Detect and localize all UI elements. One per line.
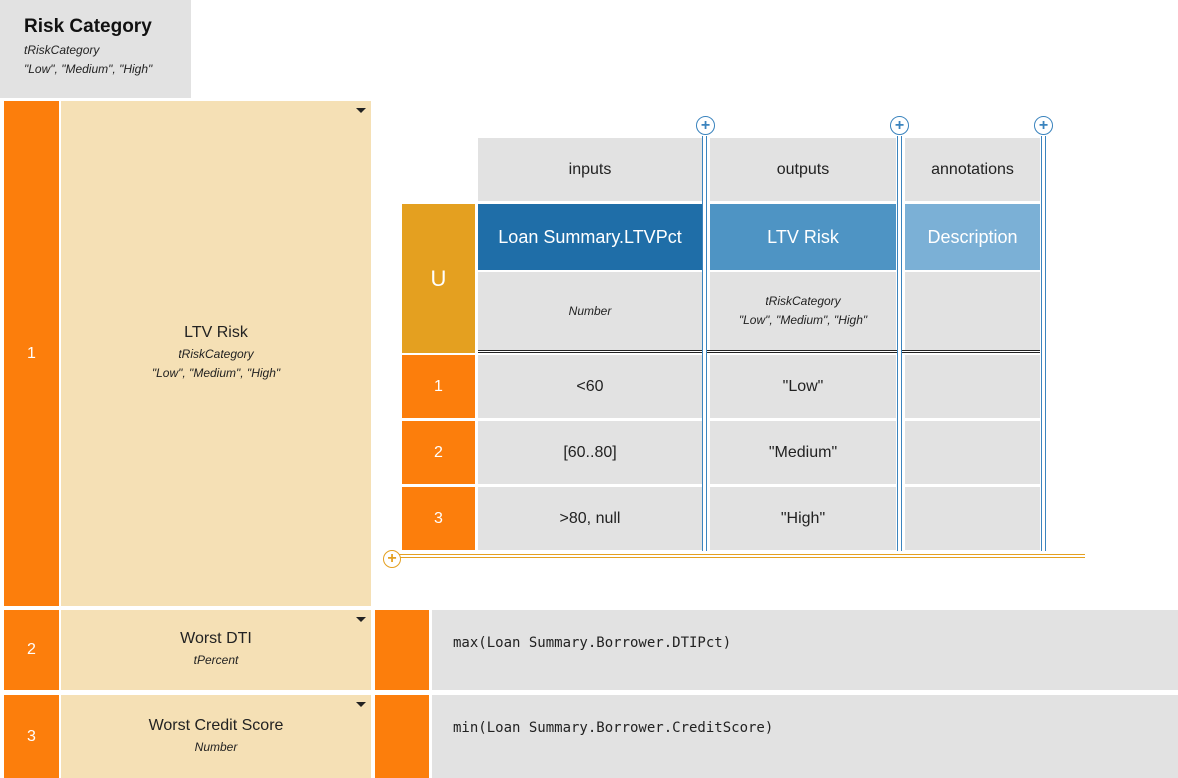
caret-down-icon[interactable] — [356, 702, 366, 707]
context-row-number-2[interactable]: 2 — [4, 610, 59, 690]
input-column-type[interactable]: Number — [478, 272, 702, 350]
add-rule-bar-bottom[interactable] — [394, 557, 1085, 558]
annotations-section-header[interactable]: annotations — [905, 138, 1040, 201]
annotation-column-handle[interactable] — [1041, 136, 1046, 551]
entry-name: Worst Credit Score — [148, 716, 284, 734]
add-rule-icon[interactable]: + — [383, 550, 401, 568]
context-allowed-values: "Low", "Medium", "High" — [24, 62, 153, 76]
expression-marker-2[interactable] — [375, 610, 429, 690]
inputs-section-header[interactable]: inputs — [478, 138, 702, 201]
annotation-column-type[interactable] — [905, 272, 1040, 350]
context-header[interactable]: Risk Category tRiskCategory "Low", "Medi… — [0, 0, 191, 98]
rule-3-output[interactable]: "High" — [710, 487, 896, 550]
rule-3-input[interactable]: >80, null — [478, 487, 702, 550]
outputs-section-header[interactable]: outputs — [710, 138, 896, 201]
context-entry-worst-dti[interactable]: Worst DTI tPercent — [61, 610, 371, 690]
context-title: Risk Category — [24, 16, 152, 37]
rule-2-input[interactable]: [60..80] — [478, 421, 702, 484]
input-column-header[interactable]: Loan Summary.LTVPct — [478, 204, 702, 270]
entry-name: LTV Risk — [184, 324, 248, 341]
add-output-column-icon[interactable]: + — [890, 116, 909, 135]
context-type: tRiskCategory — [24, 43, 100, 57]
header-divider-bottom — [478, 352, 1040, 353]
rule-2-output[interactable]: "Medium" — [710, 421, 896, 484]
add-annotation-column-icon[interactable]: + — [1034, 116, 1053, 135]
entry-type: tRiskCategory — [178, 347, 254, 361]
rule-1-input[interactable]: <60 — [478, 355, 702, 418]
add-rule-bar-top[interactable] — [394, 554, 1085, 555]
context-entry-ltv-risk[interactable]: LTV Risk tRiskCategory "Low", "Medium", … — [61, 101, 371, 606]
annotation-column-header[interactable]: Description — [905, 204, 1040, 270]
entry-allowed-values: "Low", "Medium", "High" — [151, 366, 281, 380]
caret-down-icon[interactable] — [356, 617, 366, 622]
hit-policy-cell[interactable]: U — [402, 204, 475, 353]
rule-1-output[interactable]: "Low" — [710, 355, 896, 418]
entry-type: Number — [194, 739, 238, 754]
rule-number-2[interactable]: 2 — [402, 421, 475, 484]
rule-3-annotation[interactable] — [905, 487, 1040, 550]
context-row-number-1[interactable]: 1 — [4, 101, 59, 606]
output-column-type[interactable]: tRiskCategory "Low", "Medium", "High" — [710, 272, 896, 350]
expression-marker-3[interactable] — [375, 695, 429, 778]
output-column-header[interactable]: LTV Risk — [710, 204, 896, 270]
add-input-column-icon[interactable]: + — [696, 116, 715, 135]
rule-number-3[interactable]: 3 — [402, 487, 475, 550]
expression-cell-2[interactable]: max(Loan Summary.Borrower.DTIPct) — [432, 610, 1178, 690]
context-row-number-3[interactable]: 3 — [4, 695, 59, 778]
rule-2-annotation[interactable] — [905, 421, 1040, 484]
rule-number-1[interactable]: 1 — [402, 355, 475, 418]
expression-cell-3[interactable]: min(Loan Summary.Borrower.CreditScore) — [432, 695, 1178, 778]
caret-down-icon[interactable] — [356, 108, 366, 113]
input-column-handle[interactable] — [702, 136, 707, 551]
output-column-handle[interactable] — [897, 136, 902, 551]
context-entry-worst-credit-score[interactable]: Worst Credit Score Number — [61, 695, 371, 778]
header-divider-top — [478, 350, 1040, 351]
entry-type: tPercent — [193, 653, 239, 667]
rule-1-annotation[interactable] — [905, 355, 1040, 418]
entry-name: Worst DTI — [180, 630, 252, 647]
